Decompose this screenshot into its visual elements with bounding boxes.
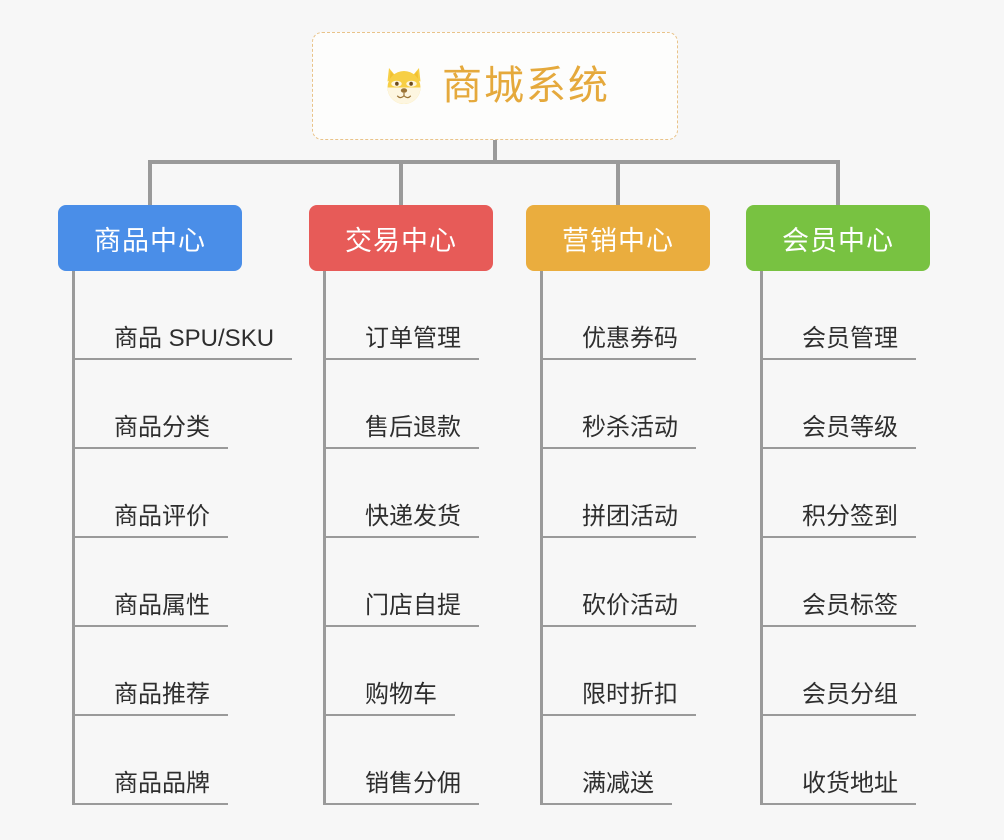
leaf-item-label: 商品 SPU/SKU	[72, 324, 293, 360]
leaf-item-label: 商品品牌	[72, 769, 228, 805]
leaf-item[interactable]: 会员标签	[760, 538, 916, 627]
leaf-item[interactable]: 商品品牌	[72, 716, 292, 805]
leaf-item-label: 商品属性	[72, 591, 228, 627]
connector-horizontal-bus	[149, 160, 840, 164]
leaf-item[interactable]: 拼团活动	[540, 449, 696, 538]
leaf-item[interactable]: 商品分类	[72, 360, 292, 449]
leaf-item[interactable]: 满减送	[540, 716, 696, 805]
leaf-item[interactable]: 砍价活动	[540, 538, 696, 627]
root-node[interactable]: 商城系统	[312, 32, 678, 140]
branch-column-3: 会员中心	[746, 205, 930, 271]
leaf-item[interactable]: 购物车	[323, 627, 479, 716]
leaf-item-label: 商品推荐	[72, 680, 228, 716]
connector-root-vertical	[493, 140, 497, 163]
root-title: 商城系统	[442, 64, 610, 108]
leaf-item[interactable]: 积分签到	[760, 449, 916, 538]
leaf-item[interactable]: 商品属性	[72, 538, 292, 627]
leaf-list-2: 优惠券码秒杀活动拼团活动砍价活动限时折扣满减送	[540, 271, 696, 805]
leaf-item-label: 售后退款	[323, 413, 479, 449]
dog-face-icon	[380, 62, 428, 110]
connector-branch-drop-0	[148, 160, 152, 205]
leaf-item-label: 积分签到	[760, 502, 916, 538]
leaf-item-label: 满减送	[540, 769, 672, 805]
leaf-item[interactable]: 快递发货	[323, 449, 479, 538]
leaf-list-0: 商品 SPU/SKU 商品分类商品评价商品属性商品推荐商品品牌	[72, 271, 293, 805]
leaf-item-label: 会员分组	[760, 680, 916, 716]
leaf-item[interactable]: 商品 SPU/SKU	[72, 271, 293, 360]
leaf-list-3: 会员管理会员等级积分签到会员标签会员分组收货地址	[760, 271, 916, 805]
leaf-item-label: 砍价活动	[540, 591, 696, 627]
leaf-item-label: 拼团活动	[540, 502, 696, 538]
leaf-list-1: 订单管理售后退款快递发货门店自提购物车销售分佣	[323, 271, 479, 805]
leaf-item-label: 秒杀活动	[540, 413, 696, 449]
branch-header-1[interactable]: 交易中心	[309, 205, 493, 271]
leaf-item-label: 订单管理	[323, 324, 479, 360]
leaf-item-label: 门店自提	[323, 591, 479, 627]
connector-branch-drop-3	[836, 160, 840, 205]
leaf-item-label: 快递发货	[323, 502, 479, 538]
leaf-item-label: 会员等级	[760, 413, 916, 449]
leaf-item-label: 会员管理	[760, 324, 916, 360]
branch-column-2: 营销中心	[526, 205, 710, 271]
branch-header-2[interactable]: 营销中心	[526, 205, 710, 271]
connector-branch-drop-2	[616, 160, 620, 205]
leaf-item-label: 限时折扣	[540, 680, 696, 716]
leaf-item[interactable]: 限时折扣	[540, 627, 696, 716]
leaf-item[interactable]: 商品评价	[72, 449, 292, 538]
leaf-item-label: 购物车	[323, 680, 455, 716]
leaf-item[interactable]: 售后退款	[323, 360, 479, 449]
leaf-item[interactable]: 门店自提	[323, 538, 479, 627]
leaf-item-label: 优惠券码	[540, 324, 696, 360]
leaf-item-label: 销售分佣	[323, 769, 479, 805]
leaf-item[interactable]: 会员管理	[760, 271, 916, 360]
leaf-item-label: 商品分类	[72, 413, 228, 449]
leaf-item[interactable]: 订单管理	[323, 271, 479, 360]
leaf-item-label: 商品评价	[72, 502, 228, 538]
leaf-item-label: 会员标签	[760, 591, 916, 627]
leaf-item[interactable]: 优惠券码	[540, 271, 696, 360]
leaf-item[interactable]: 商品推荐	[72, 627, 292, 716]
branch-column-1: 交易中心	[309, 205, 493, 271]
leaf-item[interactable]: 销售分佣	[323, 716, 479, 805]
connector-branch-drop-1	[399, 160, 403, 205]
leaf-item[interactable]: 会员等级	[760, 360, 916, 449]
leaf-item[interactable]: 收货地址	[760, 716, 916, 805]
leaf-item[interactable]: 秒杀活动	[540, 360, 696, 449]
branch-column-0: 商品中心	[58, 205, 242, 271]
leaf-item-label: 收货地址	[760, 769, 916, 805]
branch-header-3[interactable]: 会员中心	[746, 205, 930, 271]
branch-header-0[interactable]: 商品中心	[58, 205, 242, 271]
leaf-item[interactable]: 会员分组	[760, 627, 916, 716]
